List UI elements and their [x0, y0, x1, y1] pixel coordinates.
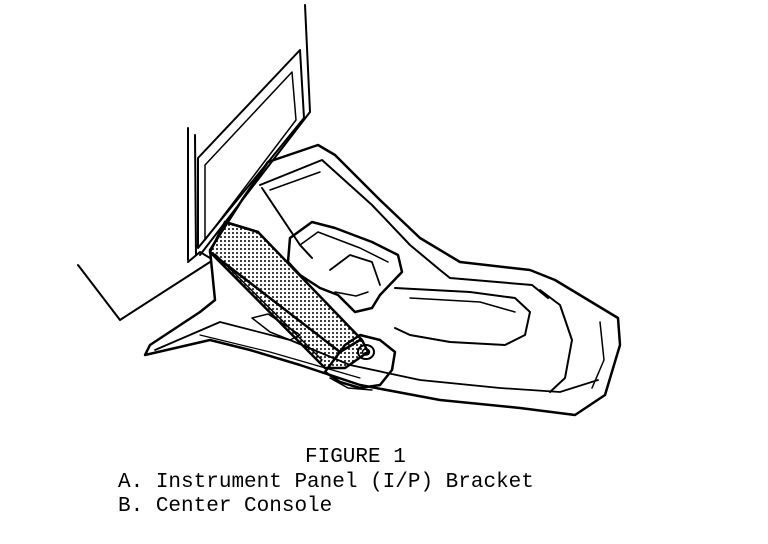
- shifter-trim: [286, 220, 404, 314]
- legend-item-b: B. Center Console: [118, 496, 332, 517]
- dash-panel: [187, 4, 311, 263]
- figure-title: FIGURE 1: [305, 446, 406, 469]
- legend-label-a: Instrument Panel (I/P) Bracket: [155, 471, 534, 494]
- legend-item-a: A. Instrument Panel (I/P) Bracket: [118, 472, 534, 493]
- legend-label-b: Center Console: [155, 495, 333, 518]
- center-console: [143, 143, 622, 417]
- floor-line: [77, 261, 211, 321]
- legend-key-b: B.: [118, 495, 144, 518]
- legend-key-a: A.: [118, 471, 144, 494]
- ip-bracket[interactable]: [208, 220, 397, 391]
- console-bracket-drawing: [77, 4, 622, 417]
- bolt-hole-icon: [357, 344, 375, 360]
